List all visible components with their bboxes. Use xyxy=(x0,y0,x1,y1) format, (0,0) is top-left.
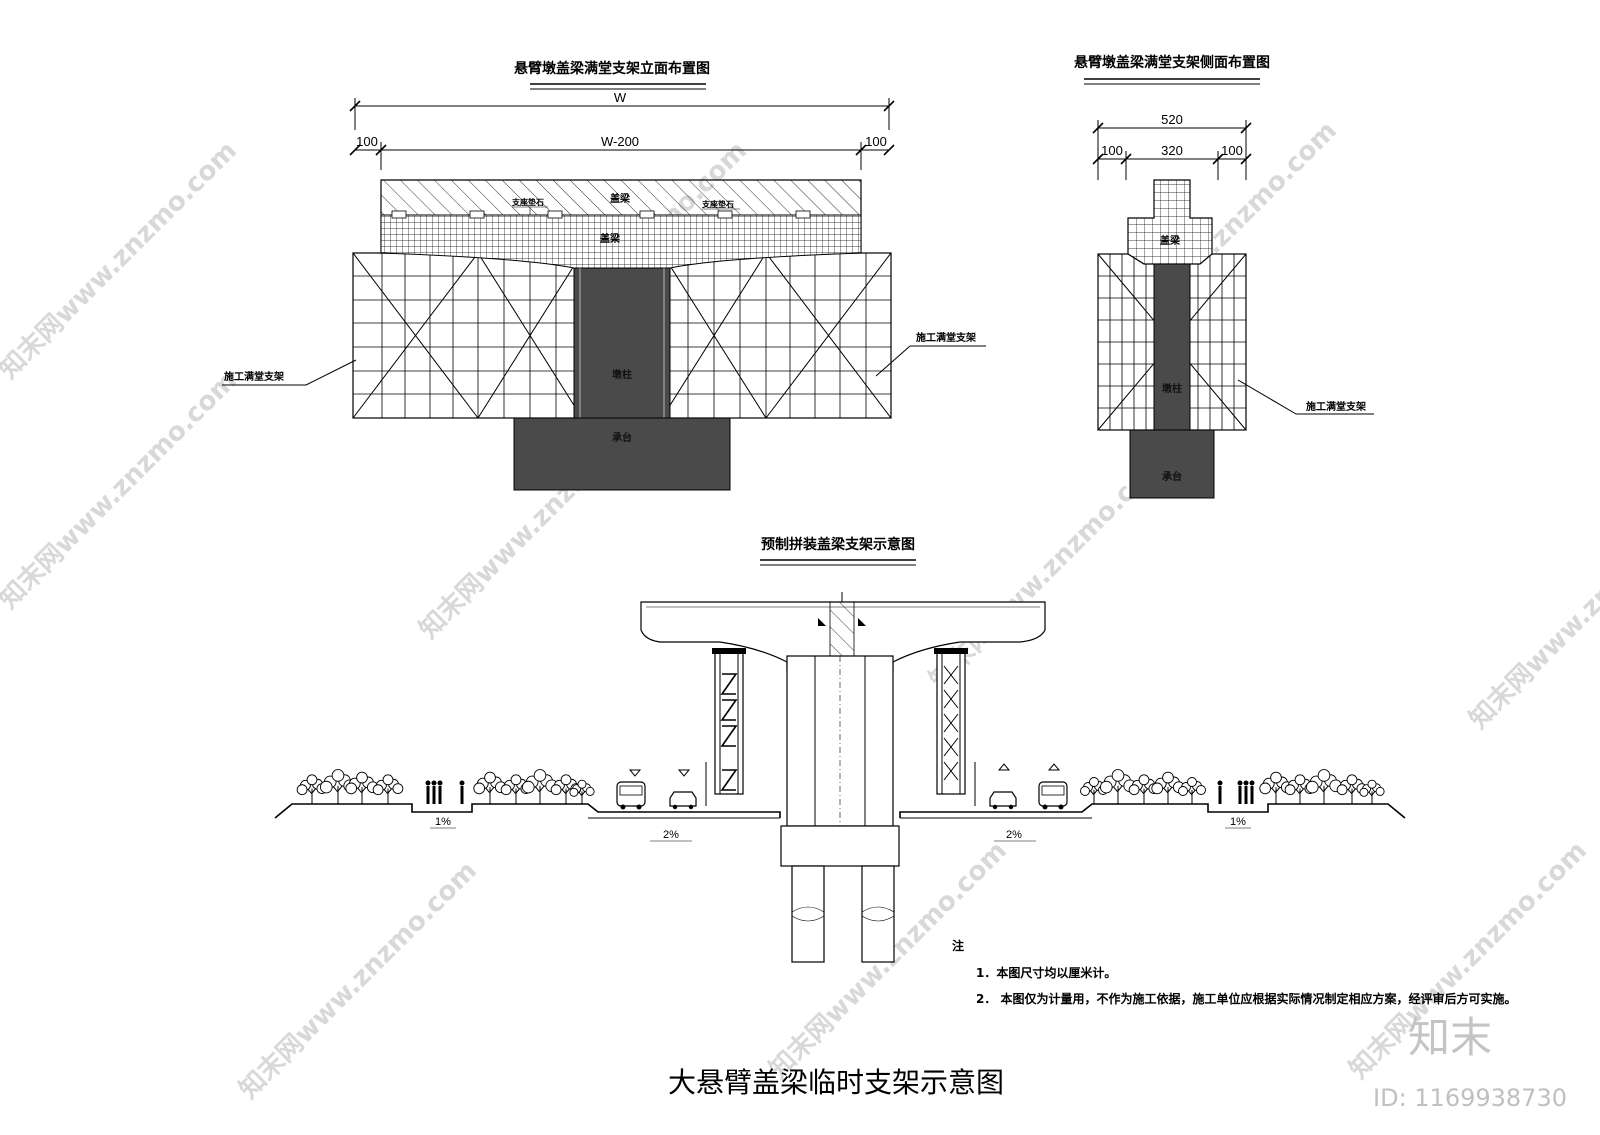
notes: 注 1．本图尺寸均以厘米计。 2． 本图仅为计量用，不作为施工依据，施工单位应根… xyxy=(952,938,1517,1006)
slope-right-walk: 1% xyxy=(1230,816,1246,828)
support-stone-label: 支座垫石 xyxy=(511,197,544,207)
precast-foundation xyxy=(780,825,900,963)
slope-left-road: 2% xyxy=(663,829,679,841)
scaffold-callout-right: 施工满堂支架 xyxy=(875,331,986,377)
dimension-total: W xyxy=(349,90,895,130)
ground-profile xyxy=(274,803,1406,819)
vehicle-car-left xyxy=(669,791,697,810)
watermark-text: 知末网www.znzmo.com xyxy=(0,366,243,615)
precast-title: 预制拼装盖梁支架示意图 xyxy=(761,536,915,553)
side-title: 悬臂墩盖梁满堂支架侧面布置图 xyxy=(1073,54,1270,71)
note-item-1: 1．本图尺寸均以厘米计。 xyxy=(976,965,1116,980)
support-stone-label: 支座垫石 xyxy=(701,199,734,209)
tree-icon xyxy=(1178,777,1206,804)
elevation-title: 悬臂墩盖梁满堂支架立面布置图 xyxy=(513,60,710,77)
cap-beam-label: 盖梁 xyxy=(610,192,631,205)
elevation-view: 悬臂墩盖梁满堂支架立面布置图 W 100 W-200 100 xyxy=(222,60,986,491)
vehicle-bus-right xyxy=(1038,781,1068,810)
tree-group xyxy=(296,769,1385,804)
cap-beam-side: 盖梁 xyxy=(1127,179,1213,265)
tree-icon xyxy=(1284,774,1316,804)
pile-cap-side: 承台 xyxy=(1129,429,1215,499)
side-view: 悬臂墩盖梁满堂支架侧面布置图 520 100 320 100 xyxy=(1073,54,1374,499)
dim-left-label: 100 xyxy=(356,134,378,149)
side-dim-right: 100 xyxy=(1221,143,1243,158)
side-dimensions: 520 100 320 100 xyxy=(1092,112,1252,180)
main-title: 大悬臂盖梁临时支架示意图 xyxy=(668,1066,1004,1099)
id-text: ID: 1169938730 xyxy=(1373,1084,1567,1112)
scaffold-label-right: 施工满堂支架 xyxy=(916,331,976,344)
vehicle-car-right xyxy=(989,791,1017,810)
precast-view: 预制拼装盖梁支架示意图 xyxy=(274,536,1406,963)
scaffold-callout-left: 施工满堂支架 xyxy=(222,359,357,386)
vehicle-bus-left xyxy=(616,781,646,810)
logo-text: 知末 xyxy=(1408,1013,1492,1062)
side-dim-middle: 320 xyxy=(1161,143,1183,158)
tree-icon xyxy=(569,779,595,804)
dimension-parts: 100 W-200 100 xyxy=(349,134,895,170)
side-scaffold-label: 施工满堂支架 xyxy=(1306,400,1366,413)
dim-middle-label: W-200 xyxy=(601,134,639,149)
slope-right-road: 2% xyxy=(1006,829,1022,841)
note-item-2: 2． 本图仅为计量用，不作为施工依据，施工单位应根据实际情况制定相应方案，经评审… xyxy=(976,991,1517,1006)
pile-cap-label: 承台 xyxy=(612,431,632,444)
tree-icon xyxy=(1306,769,1342,804)
watermark-text: 知末网www.znzmo.com xyxy=(234,856,483,1105)
pier-elevation: 墩柱 xyxy=(573,267,671,419)
side-pile-cap-label: 承台 xyxy=(1162,470,1182,483)
pile-cap-elevation: 承台 xyxy=(513,417,731,491)
cap-beam-elevation: 盖梁 盖梁 支座垫石 支座垫石 xyxy=(380,179,862,269)
side-pier-label: 墩柱 xyxy=(1162,382,1182,395)
tree-icon xyxy=(345,771,379,804)
dim-right-label: 100 xyxy=(865,134,887,149)
cap-beam-lower-label: 盖梁 xyxy=(600,232,621,245)
watermark-logo: 知末 ID: 1169938730 xyxy=(1373,1013,1567,1112)
side-dim-left: 100 xyxy=(1101,143,1123,158)
temporary-tower-left xyxy=(712,648,746,795)
dim-w-label: W xyxy=(614,90,627,105)
scaffold-label-left: 施工满堂支架 xyxy=(224,370,284,383)
precast-pier xyxy=(786,655,894,827)
precast-cap-beam xyxy=(640,592,1046,671)
scaffold-callout-side: 施工满堂支架 xyxy=(1237,379,1374,415)
watermark-text: 知末网www.znzmo.com xyxy=(1464,486,1600,735)
pier-side: 墩柱 xyxy=(1153,263,1191,431)
side-cap-beam-label: 盖梁 xyxy=(1160,234,1181,247)
lane-arrows xyxy=(628,762,1061,806)
pedestrians-left xyxy=(425,780,465,804)
slope-labels: 1% 2% 2% 1% xyxy=(430,816,1251,842)
watermark-text: 知末网www.znzmo.com xyxy=(0,136,243,385)
notes-heading: 注 xyxy=(952,938,964,953)
slope-left-walk: 1% xyxy=(435,816,451,828)
tree-icon xyxy=(1359,779,1385,804)
tree-icon xyxy=(372,774,404,804)
side-dim-total: 520 xyxy=(1161,112,1183,127)
temporary-tower-right xyxy=(934,648,968,795)
pedestrians-right xyxy=(1217,780,1255,804)
pier-label: 墩柱 xyxy=(612,368,632,381)
